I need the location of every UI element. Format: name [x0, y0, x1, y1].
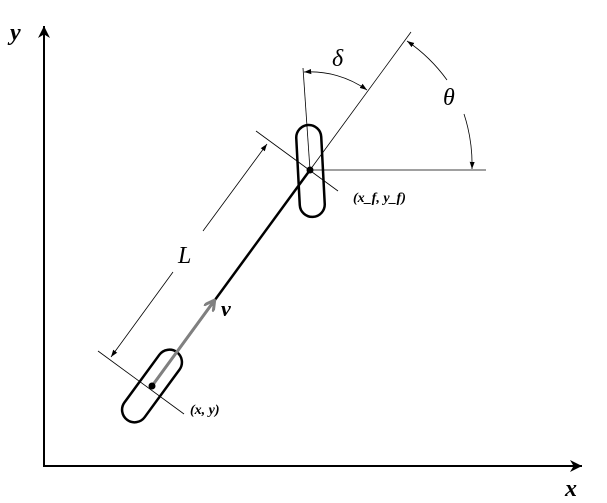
velocity-label: v: [221, 296, 231, 321]
front-wheel: [294, 123, 327, 219]
steering-angle-arc: [303, 69, 368, 91]
rear-axle-line: [97, 350, 185, 415]
heading-angle-arc-upper: [406, 40, 448, 81]
wheelbase-label: L: [177, 243, 191, 269]
heading-line: [309, 31, 412, 171]
wheelbase-dimension-lower: [110, 271, 174, 358]
steering-angle-label: δ: [332, 46, 344, 72]
steering-direction-line: [302, 67, 311, 171]
wheelbase-dimension-upper: [202, 143, 268, 232]
velocity-arrow: [150, 301, 214, 387]
y-axis-label: y: [7, 20, 21, 46]
rear-point-label: (x, y): [190, 403, 220, 418]
heading-angle-label: θ: [443, 85, 455, 111]
front-point-label: (x_f, y_f): [353, 191, 406, 206]
heading-angle-arc-lower: [463, 113, 475, 170]
front-axle-point: [306, 166, 314, 174]
x-axis-label: x: [564, 476, 577, 502]
rear-axle-point: [148, 382, 156, 390]
